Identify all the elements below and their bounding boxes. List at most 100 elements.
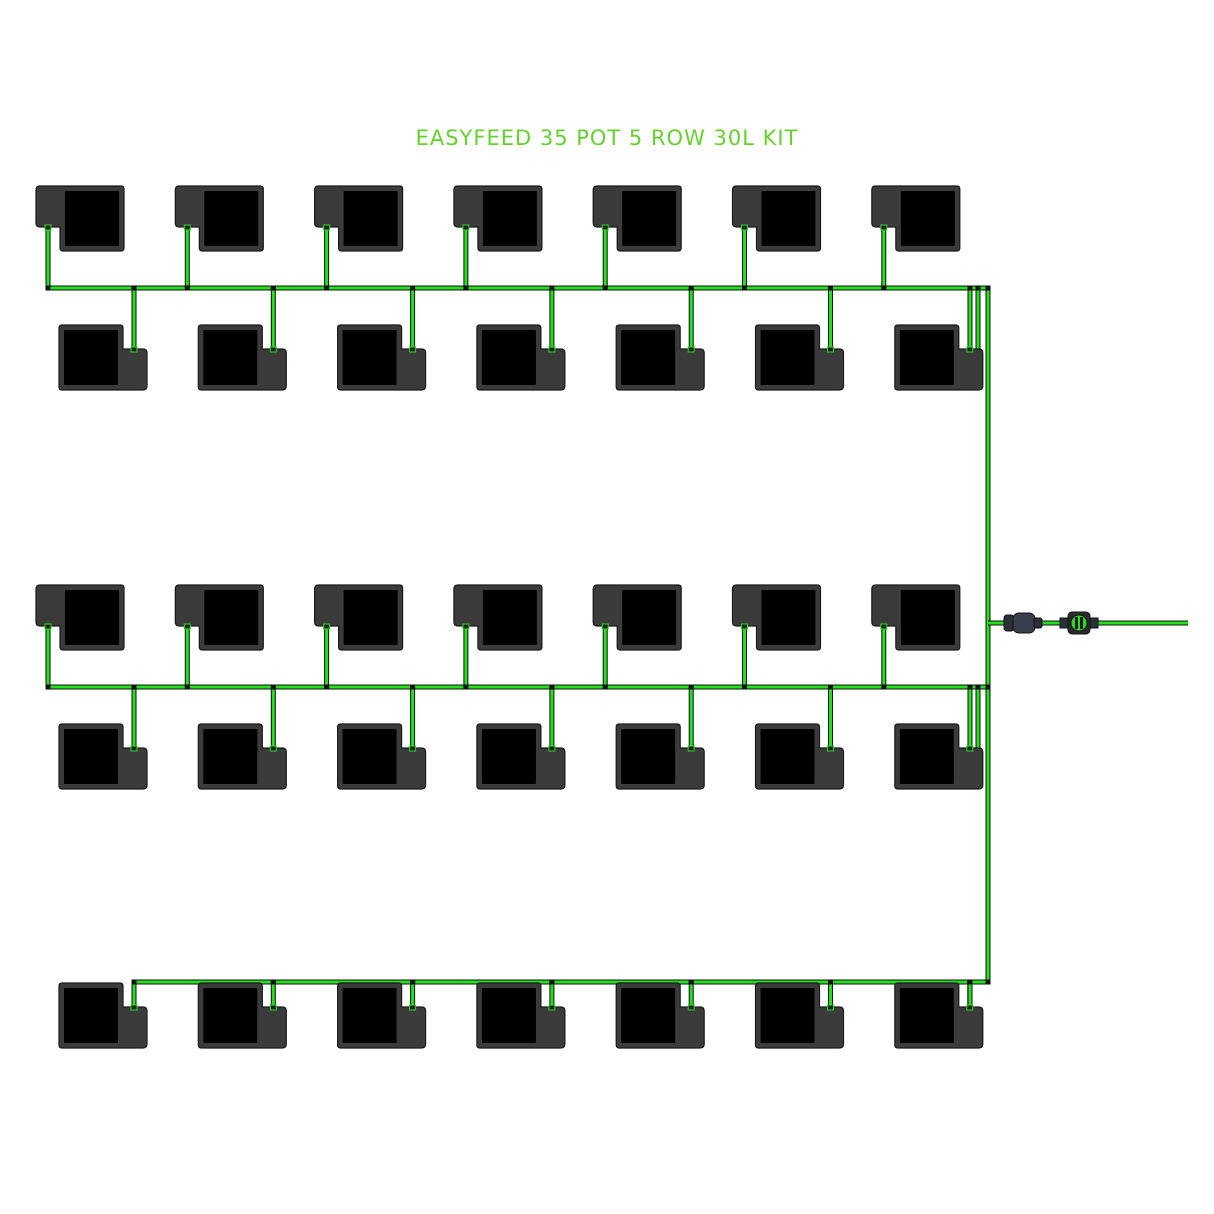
pipe-joint (967, 979, 973, 985)
pot-inner (760, 988, 815, 1043)
pot (197, 982, 287, 1049)
pot (453, 185, 543, 252)
pot-inlet (741, 623, 748, 630)
pot-inlet (462, 224, 470, 231)
pot-inner (64, 330, 118, 385)
pipe-joint (184, 684, 190, 690)
pot (476, 723, 566, 790)
pipe-joint (270, 285, 276, 291)
pot-inlet (44, 623, 52, 630)
pot-inlet (269, 745, 277, 752)
pot (871, 584, 961, 651)
pipe-joint (688, 285, 694, 291)
pot (592, 185, 682, 252)
pot (754, 982, 845, 1049)
pipe-joint (131, 684, 137, 690)
pot-inlet (183, 623, 191, 630)
pot-inner (342, 729, 397, 784)
pipe-joint (688, 979, 694, 985)
pipe-joint (985, 979, 991, 985)
pipe-joint (602, 285, 608, 291)
pot-inlet (687, 1004, 695, 1011)
pot-inlet (827, 745, 834, 752)
pot-inlet (548, 346, 556, 353)
pot (731, 584, 822, 651)
pot (871, 185, 961, 252)
pot-inner (342, 330, 397, 385)
pot-inner (760, 729, 815, 784)
pipe-joint (410, 285, 416, 291)
pipe-joint (463, 285, 469, 291)
pot-inner (203, 729, 258, 784)
pipe-joint (270, 979, 276, 985)
pipe-joint (131, 979, 137, 985)
pot-inner (622, 191, 677, 246)
pipe-joint (45, 285, 51, 291)
pipe-joint (131, 285, 137, 291)
pot-inner (64, 729, 118, 784)
pot (615, 723, 705, 790)
pot-inlet (827, 1004, 834, 1011)
pot (197, 723, 287, 790)
pot-inlet (548, 745, 556, 752)
pot-inner (482, 191, 537, 246)
pot-inner (65, 590, 119, 645)
pot (174, 584, 264, 651)
pipe-joint (45, 684, 51, 690)
pot-inner (481, 988, 536, 1043)
pipe-joint (410, 979, 416, 985)
pot-inner (482, 590, 537, 645)
pipe-joint (184, 285, 190, 291)
pot-inlet (548, 1004, 556, 1011)
pipe-joint (881, 285, 887, 291)
pot (35, 185, 125, 252)
valve-icon (1059, 611, 1099, 635)
pot-inlet (130, 745, 138, 752)
pipe-joint (742, 684, 747, 690)
pot-inlet (462, 623, 470, 630)
pot (731, 185, 822, 252)
pot (337, 982, 427, 1049)
pipe-joint (270, 684, 276, 690)
pipe-joint (975, 285, 981, 291)
pot-layer (35, 185, 984, 1049)
pipe-joint (324, 285, 330, 291)
pot (894, 324, 984, 391)
pot-inner (900, 590, 955, 645)
pot-inlet (687, 346, 695, 353)
pot-inlet (409, 745, 417, 752)
pot (35, 584, 125, 651)
pipe-joint (324, 684, 330, 690)
pipe-joint (828, 979, 833, 985)
pot-inner (65, 191, 119, 246)
pot (615, 982, 705, 1049)
pot-inner (204, 191, 259, 246)
pot-inlet (409, 1004, 417, 1011)
pot (337, 723, 427, 790)
pot (58, 324, 148, 391)
pipe-joint (967, 285, 973, 291)
pot-inlet (966, 1004, 974, 1011)
pot-inlet (409, 346, 417, 353)
pot-inlet (966, 346, 974, 353)
pot-inlet (601, 623, 609, 630)
pot-inlet (323, 623, 331, 630)
pot-inner (761, 191, 816, 246)
pipe-joint (410, 684, 416, 690)
pot-inner (204, 590, 259, 645)
pot-inlet (966, 745, 974, 752)
pot-inner (621, 729, 676, 784)
pot-inlet (323, 224, 331, 231)
pipe-joint (828, 285, 833, 291)
pot-inlet (183, 224, 191, 231)
pot-inner (900, 191, 955, 246)
pot (476, 324, 566, 391)
pot (314, 584, 404, 651)
pipe-joint (549, 979, 555, 985)
pipe-joint (549, 285, 555, 291)
pot-inner (203, 988, 258, 1043)
pipe-joint (985, 684, 991, 690)
pot (58, 982, 148, 1049)
pipe-joint (602, 684, 608, 690)
